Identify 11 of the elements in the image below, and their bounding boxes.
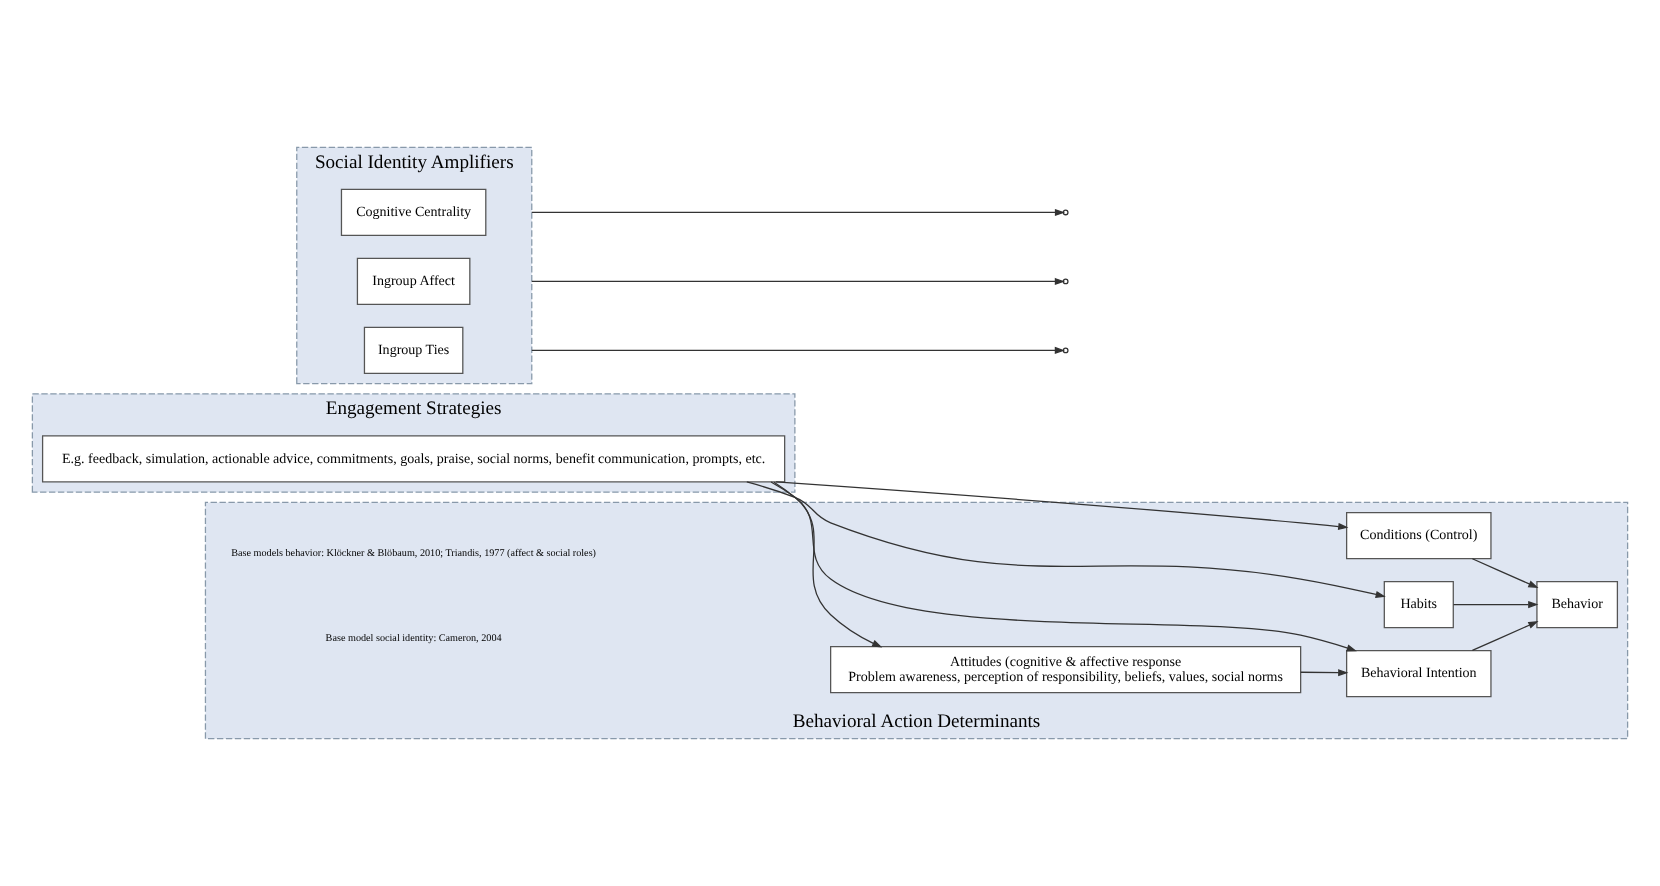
arrow	[531, 277, 1066, 286]
arrow	[775, 481, 1349, 531]
arrow	[1300, 669, 1349, 677]
arrow	[773, 481, 883, 648]
arrow	[746, 481, 1386, 598]
arrow	[1452, 600, 1539, 609]
arrow	[531, 208, 1066, 217]
arrow	[770, 481, 1357, 652]
arrow	[1471, 558, 1539, 589]
arrow	[531, 346, 1065, 354]
arrow	[1471, 621, 1539, 651]
